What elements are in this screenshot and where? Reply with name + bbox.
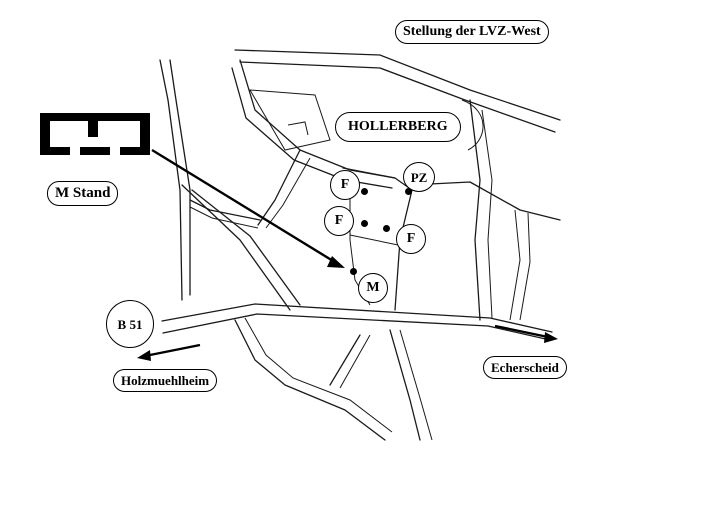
road-left-edge: [169, 59, 191, 296]
position-dot: [361, 220, 368, 227]
road-branch-edge: [189, 206, 259, 229]
arrow-east-icon: [494, 324, 549, 339]
road-hollerberg-curve: [461, 99, 484, 151]
west-destination-label: Holzmuehlheim: [113, 369, 218, 392]
compound-inner: [287, 121, 309, 136]
position-dot: [405, 188, 412, 195]
arrow-west-head: [137, 350, 151, 361]
road-lower-left: [234, 319, 386, 441]
position-dot: [350, 268, 357, 275]
compound-outline: [249, 89, 331, 151]
east-destination-label: Echerscheid: [483, 356, 567, 379]
position-dot: [361, 188, 368, 195]
marker-pz: PZ: [403, 162, 435, 192]
position-dot: [383, 225, 390, 232]
road-top: [234, 49, 561, 121]
central-block-left: [257, 149, 301, 226]
marker-f-upper: F: [330, 170, 360, 200]
area-label-hollerberg: HOLLERBERG: [335, 112, 461, 142]
central-block-inner: [349, 234, 399, 246]
road-lower-mid: [329, 334, 361, 386]
legend-m-stand: M Stand: [47, 181, 119, 206]
pointer-arrow-head: [327, 256, 345, 268]
arrow-east-head: [544, 332, 558, 343]
road-lower-right-edge: [399, 329, 433, 441]
arrow-west-icon: [144, 343, 201, 358]
road-sign-b51: B 51: [106, 300, 154, 348]
road-right: [469, 99, 481, 321]
marker-f-right: F: [396, 224, 426, 254]
road-b51-edge: [162, 313, 551, 341]
road-right-branch: [409, 181, 561, 221]
road-right-branch3: [519, 212, 531, 321]
road-b51: [161, 303, 553, 333]
pointer-arrow-line: [151, 148, 339, 266]
road-right-edge: [481, 109, 493, 319]
road-diagonal: [181, 184, 291, 311]
marker-f-middle: F: [324, 206, 354, 236]
central-block-left-edge: [265, 157, 311, 229]
road-branch: [189, 199, 261, 221]
marker-m: M: [358, 273, 388, 303]
road-diagonal-edge: [191, 189, 301, 306]
road-upper-diag-edge: [231, 67, 393, 189]
road-lower-left-edge: [244, 317, 393, 433]
road-lower-right: [389, 329, 421, 441]
map-title: Stellung der LVZ-West: [395, 20, 549, 44]
bunker-plan-icon: [40, 113, 150, 155]
road-right-branch2: [509, 209, 521, 321]
road-lower-mid-edge: [339, 334, 371, 389]
road-top-edge: [239, 61, 556, 133]
road-left: [159, 59, 183, 301]
